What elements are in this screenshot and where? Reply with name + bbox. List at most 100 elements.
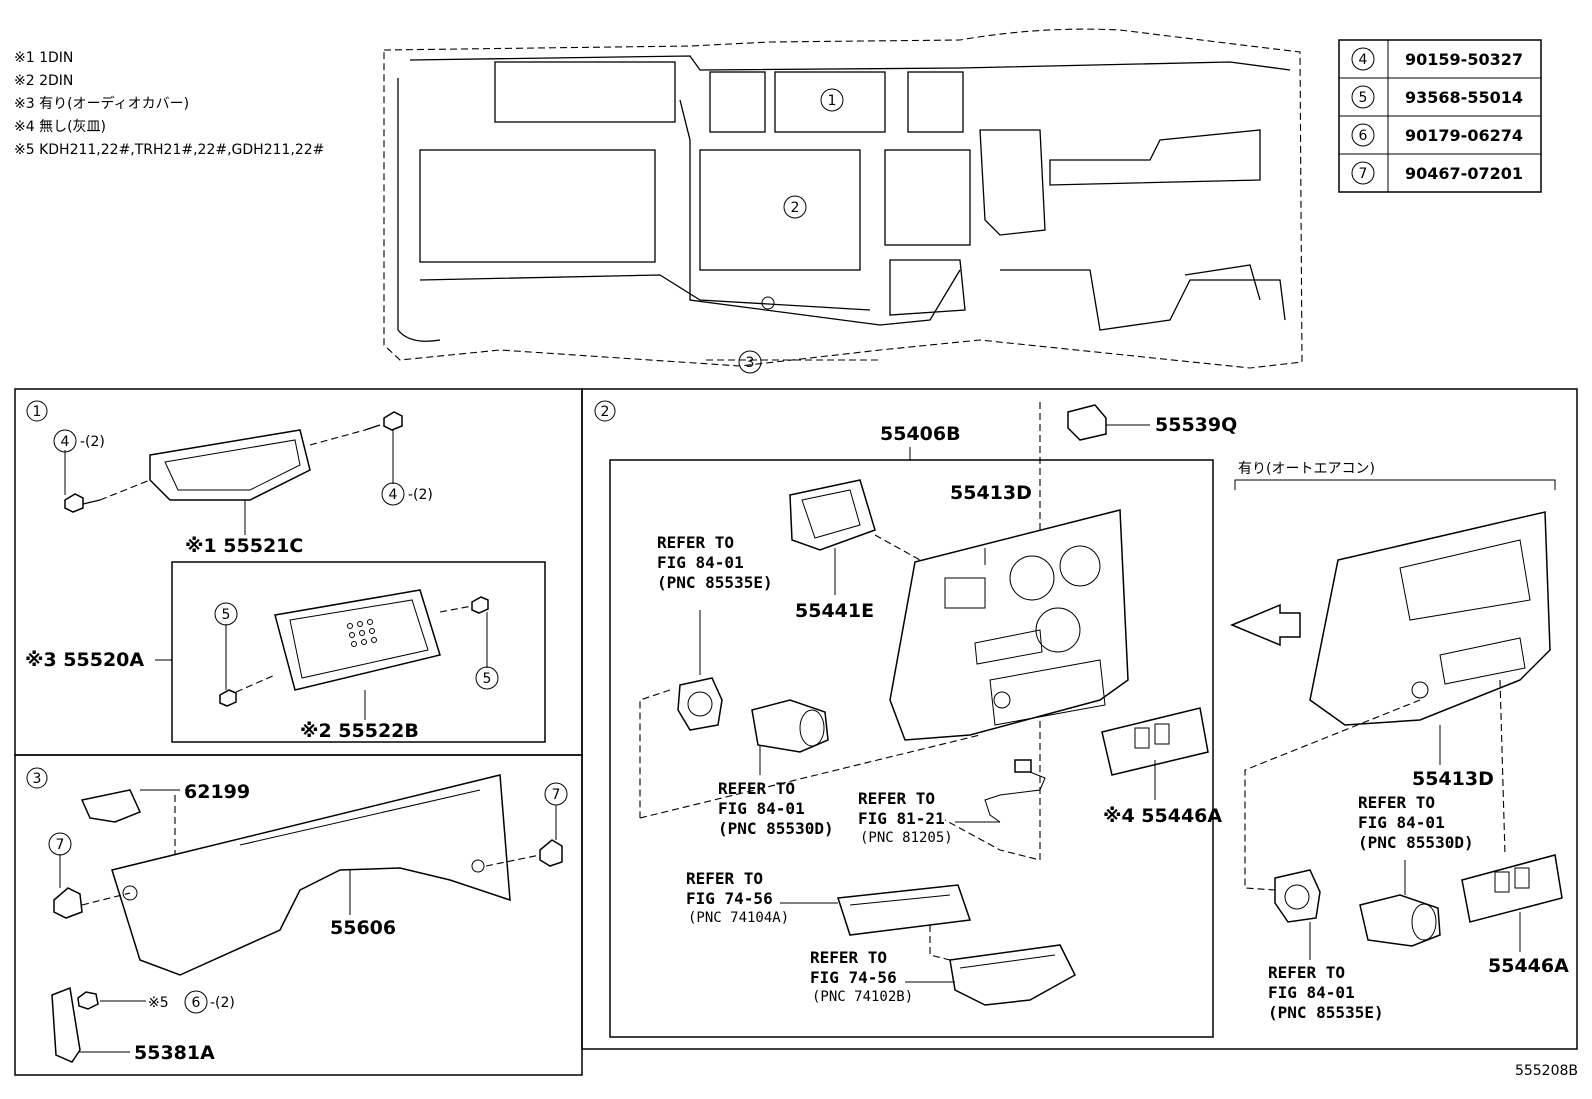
dashboard-overview — [383, 28, 1303, 369]
label-55446A-note4: ※4 55446A — [1103, 805, 1222, 827]
label-55413D: 55413D — [950, 482, 1032, 504]
label-55539Q: 55539Q — [1155, 414, 1237, 436]
ref-85530d-line3: (PNC 85530D) — [718, 819, 834, 838]
table-row: 4 90159-50327 — [1351, 47, 1523, 71]
clip-62199 — [80, 789, 142, 823]
audio-cover-55522B — [274, 589, 441, 691]
table-part-90159-50327: 90159-50327 — [1405, 50, 1523, 69]
ref-85535e-line1: REFER TO — [657, 533, 734, 552]
label-55521C: ※1 55521C — [185, 535, 303, 557]
arrow-icon — [1230, 603, 1301, 647]
power-socket-85535E-b — [1274, 869, 1321, 923]
screw-5a — [219, 689, 237, 707]
screw-5b — [471, 596, 489, 614]
panel-2-frame — [581, 388, 1578, 1050]
ref-85535e-b-line3: (PNC 85535E) — [1268, 1003, 1384, 1022]
note-5-marker: ※5 — [148, 995, 169, 1011]
svg-text:3: 3 — [746, 355, 755, 371]
ref-74104a-line3: (PNC 74104A) — [688, 910, 789, 926]
label-55522B: ※2 55522B — [300, 720, 419, 742]
note-3: ※3 有り(オーディオカバー) — [14, 95, 189, 112]
cover-vents — [347, 619, 377, 647]
qty-4b: -(2) — [408, 487, 433, 503]
ref-85530d-line2: FIG 84-01 — [718, 799, 805, 818]
note-5: ※5 KDH211,22#,TRH21#,22#,GDH211,22# — [14, 142, 324, 158]
lower-panel-55606 — [111, 774, 511, 976]
qty-4a: -(2) — [80, 434, 105, 450]
table-row: 6 90179-06274 — [1351, 123, 1523, 147]
power-socket-85535E — [677, 677, 723, 731]
table-part-90179-06274: 90179-06274 — [1405, 126, 1523, 145]
panel-2-index: 2 — [601, 404, 610, 420]
callout-5b: 5 — [483, 671, 492, 687]
callout-5a: 5 — [222, 607, 231, 623]
label-auto-ac: 有り(オートエアコン) — [1238, 461, 1375, 477]
svg-text:1: 1 — [828, 93, 837, 109]
ref-81205-line2: FIG 81-21 — [858, 809, 945, 828]
label-55413D-b: 55413D — [1412, 768, 1494, 790]
table-ref-7: 7 — [1359, 166, 1368, 182]
clip-7a — [53, 887, 83, 919]
table-ref-6: 6 — [1359, 128, 1368, 144]
cigarette-lighter-85530D — [751, 699, 829, 753]
clip-7b — [539, 839, 563, 867]
table-row: 7 90467-07201 — [1351, 161, 1523, 185]
center-cluster-55413D — [889, 509, 1129, 741]
panel-2: 2 55406B 55539Q 55441E 55413D REFER TO F… — [594, 400, 1569, 1022]
ref-85535e-line3: (PNC 85535E) — [657, 573, 773, 592]
ref-74102b-line1: REFER TO — [810, 948, 887, 967]
table-part-90467-07201: 90467-07201 — [1405, 164, 1523, 183]
table-ref-4: 4 — [1359, 52, 1368, 68]
overview-callout-2: 2 — [783, 195, 807, 219]
table-row: 5 93568-55014 — [1351, 85, 1523, 109]
wire-harness-81205 — [984, 767, 1046, 823]
bracket-55381A — [51, 986, 81, 1063]
overview-callout-1: 1 — [820, 88, 844, 112]
ref-85530d-b-line3: (PNC 85530D) — [1358, 833, 1474, 852]
ref-85535e-line2: FIG 84-01 — [657, 553, 744, 572]
label-62199: 62199 — [184, 781, 250, 803]
switch-plate-55446A-b — [1461, 854, 1563, 923]
ref-74102b-line3: (PNC 74102B) — [812, 989, 913, 1005]
ref-85530d-b-line1: REFER TO — [1358, 793, 1435, 812]
ref-74104a-line1: REFER TO — [686, 869, 763, 888]
note-1: ※1 1DIN — [14, 50, 73, 66]
ref-81205-line1: REFER TO — [858, 789, 935, 808]
center-cluster-auto-ac — [1309, 511, 1551, 726]
switch-55539Q — [1067, 404, 1107, 441]
callout-7b: 7 — [552, 787, 561, 803]
audio-bracket-55521C — [149, 429, 311, 501]
fastener-table: 4 90159-50327 5 93568-55014 6 90179-0627… — [1338, 39, 1542, 193]
label-55446A-b: 55446A — [1488, 955, 1569, 977]
callout-6: 6 — [192, 995, 201, 1011]
label-55381A: 55381A — [134, 1042, 215, 1064]
svg-text:2: 2 — [791, 200, 800, 216]
ref-74104a-line2: FIG 74-56 — [686, 889, 773, 908]
callout-7a: 7 — [56, 837, 65, 853]
label-55520A: ※3 55520A — [25, 649, 144, 671]
cigarette-lighter-85530D-b — [1359, 894, 1441, 947]
callout-4a: 4 — [61, 434, 70, 450]
tray-74104A — [837, 884, 972, 936]
screw-4a — [64, 493, 84, 513]
box-74102B — [949, 944, 1076, 1006]
figure-id: 555208B — [1515, 1063, 1578, 1079]
table-ref-5: 5 — [1359, 90, 1368, 106]
note-4: ※4 無し(灰皿) — [14, 119, 106, 135]
note-2: ※2 2DIN — [14, 73, 73, 89]
panel-3: 3 7 7 62199 55606 ※5 6 -(2) 55381A — [26, 767, 568, 1064]
label-55406B: 55406B — [880, 423, 961, 445]
ref-85535e-b-line2: FIG 84-01 — [1268, 983, 1355, 1002]
panel-1-index: 1 — [33, 404, 42, 420]
panel-3-index: 3 — [33, 771, 42, 787]
overview-callout-3: 3 — [738, 350, 762, 374]
ref-81205-line3: (PNC 81205) — [860, 830, 953, 846]
screw-4b — [383, 411, 403, 431]
label-55441E: 55441E — [795, 600, 874, 622]
qty-6: -(2) — [210, 995, 235, 1011]
panel-1: 1 4 -(2) 4 -(2) ※1 55521C — [25, 400, 499, 742]
panel-2-inner-frame — [609, 459, 1214, 1038]
panel-1-inner-frame — [171, 561, 546, 743]
ref-85535e-b-line1: REFER TO — [1268, 963, 1345, 982]
